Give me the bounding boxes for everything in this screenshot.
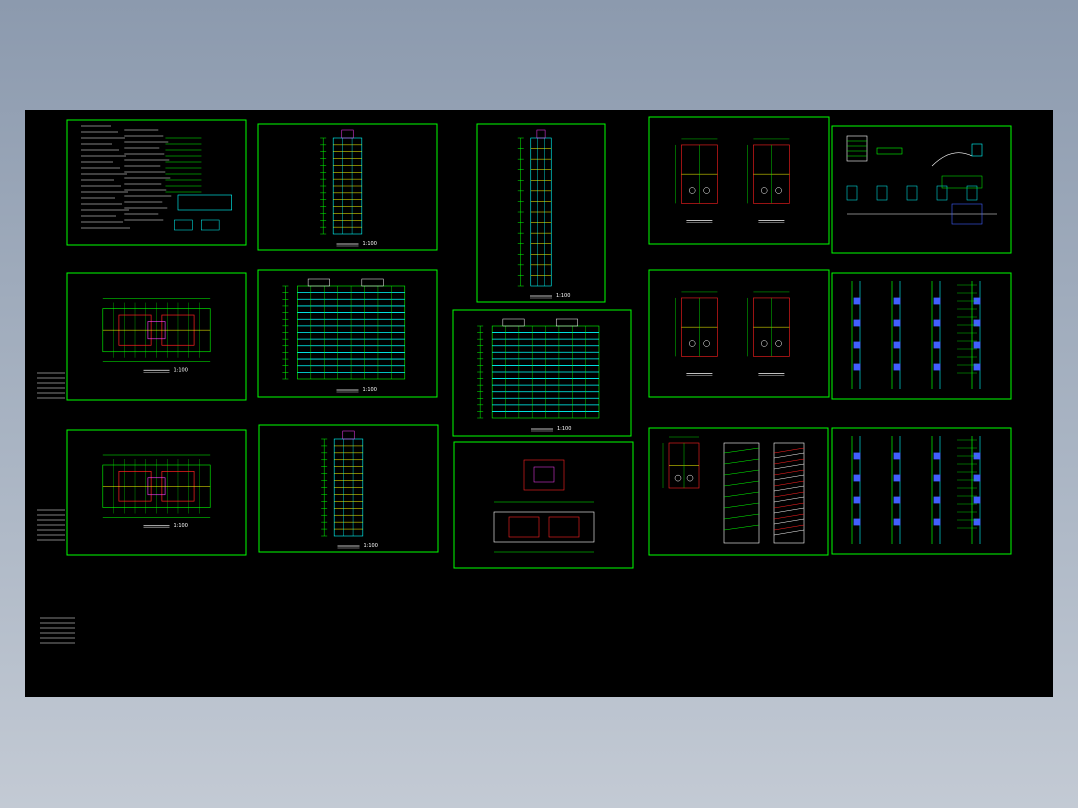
stair-detail-sheet[interactable] — [648, 427, 829, 556]
floor-plan-sheet-4[interactable]: 1:100 — [66, 429, 247, 556]
svg-text:1:100: 1:100 — [363, 241, 377, 247]
loose-notes — [37, 372, 75, 644]
svg-text:1:100: 1:100 — [556, 293, 570, 299]
elevation-sheet-3[interactable]: 1:100 — [452, 309, 632, 437]
roof-plan-sheet[interactable] — [453, 441, 634, 569]
wall-section-sheet-1[interactable] — [831, 272, 1012, 400]
elevation-sheet-1[interactable]: 1:100 — [257, 123, 438, 251]
svg-text:1:100: 1:100 — [364, 543, 378, 549]
floor-plan-sheet-3[interactable] — [648, 269, 830, 398]
svg-text:1:100: 1:100 — [174, 523, 188, 529]
elevation-sheet-2[interactable]: 1:100 — [257, 269, 438, 398]
elevation-sheet-4[interactable]: 1:100 — [258, 424, 439, 553]
cad-drawing-canvas[interactable]: 1:100 1:100 1:100 1:100 1:100 1:100 1:100 — [25, 110, 1053, 697]
section-sheet[interactable]: 1:100 — [476, 123, 606, 303]
cad-drawing-svg: 1:100 1:100 1:100 1:100 1:100 1:100 1:100 — [37, 116, 1012, 644]
wall-section-sheet-2[interactable] — [831, 427, 1012, 555]
svg-text:1:100: 1:100 — [557, 426, 571, 432]
floor-plan-sheet-1[interactable] — [648, 116, 830, 245]
detail-sheet-1[interactable] — [831, 125, 1012, 254]
svg-text:1:100: 1:100 — [174, 367, 188, 373]
svg-text:1:100: 1:100 — [363, 387, 377, 393]
design-notes-sheet[interactable] — [66, 119, 247, 246]
floor-plan-sheet-2[interactable]: 1:100 — [66, 272, 247, 401]
